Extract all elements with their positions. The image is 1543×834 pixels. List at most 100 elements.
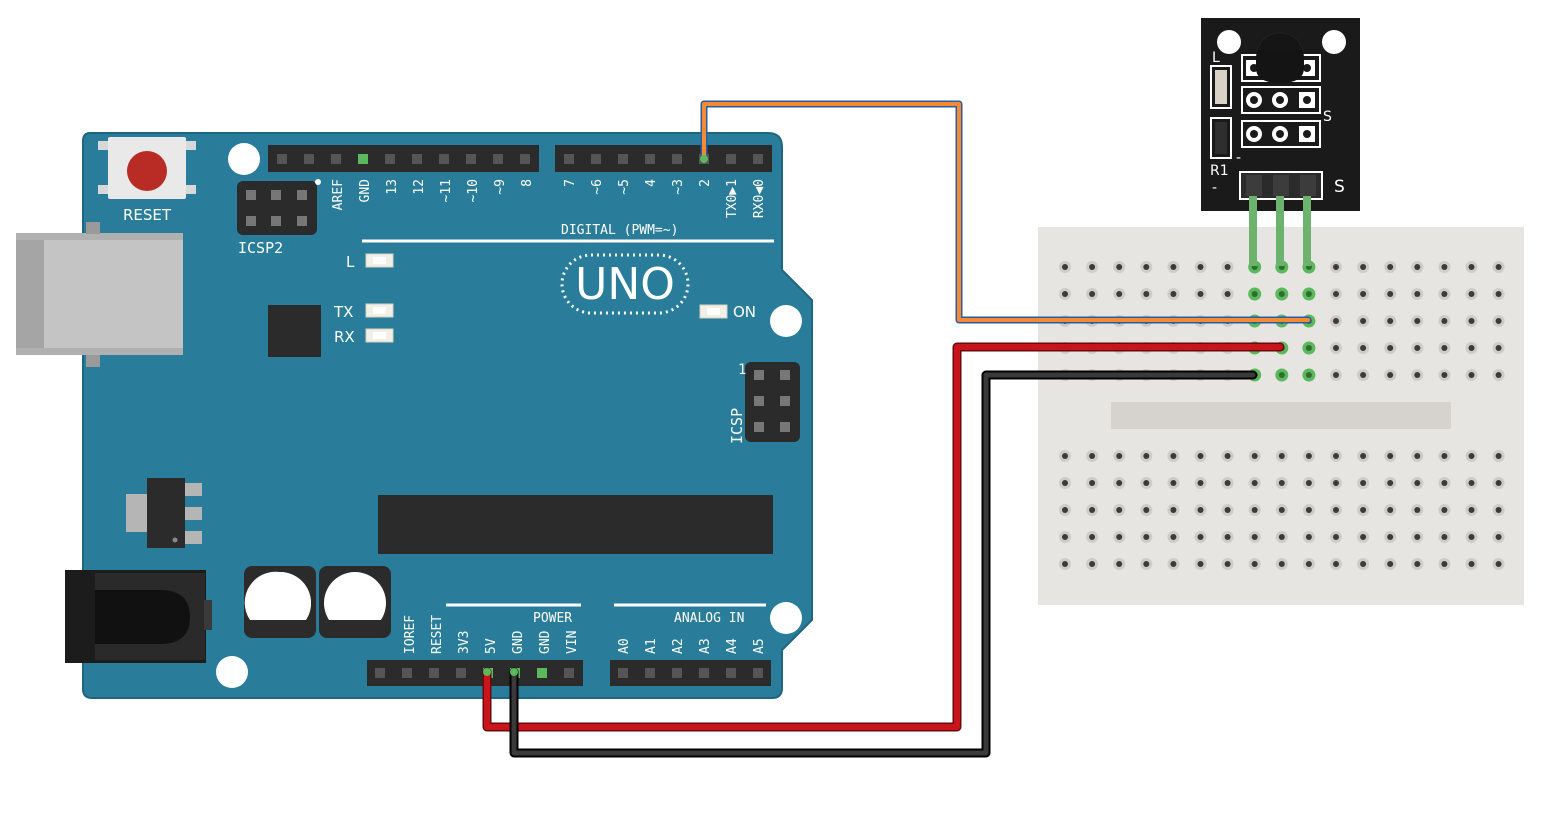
led-on-label: ON [733, 303, 756, 321]
power-header [367, 660, 583, 686]
digital-pin-label: ~3 [671, 179, 686, 195]
power-pin-label: IOREF [403, 615, 418, 654]
digital-pin-label: ~10 [466, 179, 481, 202]
header-pin [672, 154, 682, 164]
module-resistor-label: R1 [1210, 163, 1229, 179]
breadboard-center-channel [1111, 402, 1451, 429]
header-pin [429, 668, 439, 678]
analog-pin-label: A0 [617, 638, 632, 654]
mounting-hole [770, 602, 802, 634]
led-l [365, 253, 394, 268]
capacitor [244, 566, 316, 638]
module-resistor [1210, 117, 1232, 159]
header-pin [520, 154, 530, 164]
icsp2-header [237, 179, 321, 235]
reset-label: RESET [123, 206, 172, 224]
header-pin [564, 668, 574, 678]
digital-pin-label: ~11 [439, 179, 454, 202]
analog-pin-label: A3 [698, 638, 713, 654]
usb-connector [16, 222, 183, 367]
power-pin-label: RESET [430, 615, 445, 654]
header-pin [537, 668, 547, 678]
connection-point [483, 668, 491, 676]
digital-pin-label: ~9 [493, 179, 508, 195]
analog-pin-label: A1 [644, 638, 659, 654]
digital-pin-label: ~6 [590, 179, 605, 195]
mounting-hole [1217, 30, 1241, 54]
header-pin [618, 154, 628, 164]
digital-pin-label: TX0▶1 [725, 179, 740, 218]
power-label: POWER [533, 611, 572, 626]
icsp-label: ICSP [728, 408, 746, 444]
digital-pin-label: 13 [385, 179, 400, 195]
analog-header [610, 660, 771, 686]
digital-pin-label: AREF [331, 179, 346, 210]
header-pin [672, 668, 682, 678]
uno-logo: UNO [560, 253, 690, 315]
header-pin [493, 154, 503, 164]
microcontroller-chip [378, 495, 773, 554]
header-pin [358, 154, 368, 164]
digital-pin-label: 7 [563, 179, 578, 187]
analog-label: ANALOG IN [674, 611, 744, 626]
signal-wire [700, 100, 1312, 324]
module-minus-label: - [1212, 180, 1217, 196]
wires [482, 100, 1312, 758]
module-signal-label: S [1323, 109, 1332, 125]
digital-pin-label: 2 [698, 179, 713, 187]
module-led [1210, 65, 1232, 109]
power-pin-label: GND [511, 630, 526, 654]
icsp2-label: ICSP2 [238, 239, 283, 257]
analog-pin-label: A4 [725, 638, 740, 654]
reset-button[interactable] [98, 137, 196, 199]
led-rx-label: RX [334, 328, 355, 346]
header-pin [645, 154, 655, 164]
header-pin [375, 668, 385, 678]
mounting-hole [1322, 30, 1346, 54]
module-minus-label-2: - [1236, 150, 1241, 166]
header-pin [645, 668, 655, 678]
header-pin [753, 154, 763, 164]
digital-pin-label: 4 [644, 179, 659, 187]
led-tx-label: TX [333, 303, 353, 321]
header-pin [699, 668, 709, 678]
digital-pin-label: GND [358, 179, 373, 203]
led-l-label: L [346, 253, 355, 271]
led-rx [365, 328, 394, 343]
module-output-signal-label: S [1334, 177, 1345, 197]
gnd-wire [509, 370, 1258, 758]
led-tx [365, 303, 394, 318]
mounting-hole [216, 656, 248, 688]
voltage-regulator [126, 478, 202, 548]
header-pin [591, 154, 601, 164]
usb-chip [268, 305, 321, 357]
header-pin [456, 668, 466, 678]
power-jack [65, 570, 212, 663]
capacitor [319, 566, 391, 638]
header-pin [439, 154, 449, 164]
module-pins [1249, 196, 1311, 266]
digital-pin-label: ~5 [617, 179, 632, 195]
header-pin [331, 154, 341, 164]
analog-pin-label: A2 [671, 638, 686, 654]
digital-pin-label: RX0◀0 [752, 179, 767, 218]
svg-text:UNO: UNO [575, 259, 675, 310]
analog-pin-label: A5 [752, 638, 767, 654]
header-pin [466, 154, 476, 164]
connection-point [700, 155, 708, 163]
temperature-sensor-module: L R1 - - S S [1201, 18, 1360, 266]
connection-point [510, 668, 518, 676]
mounting-hole [228, 143, 260, 175]
header-pin [402, 668, 412, 678]
header-pin [564, 154, 574, 164]
bottom-pins [375, 668, 763, 678]
power-pin-label: 3V3 [457, 631, 472, 654]
header-pin [726, 668, 736, 678]
icsp-header [745, 362, 800, 442]
digital-pin-label: 8 [520, 179, 535, 187]
header-pin [618, 668, 628, 678]
led-on [699, 304, 728, 319]
header-pin [412, 154, 422, 164]
